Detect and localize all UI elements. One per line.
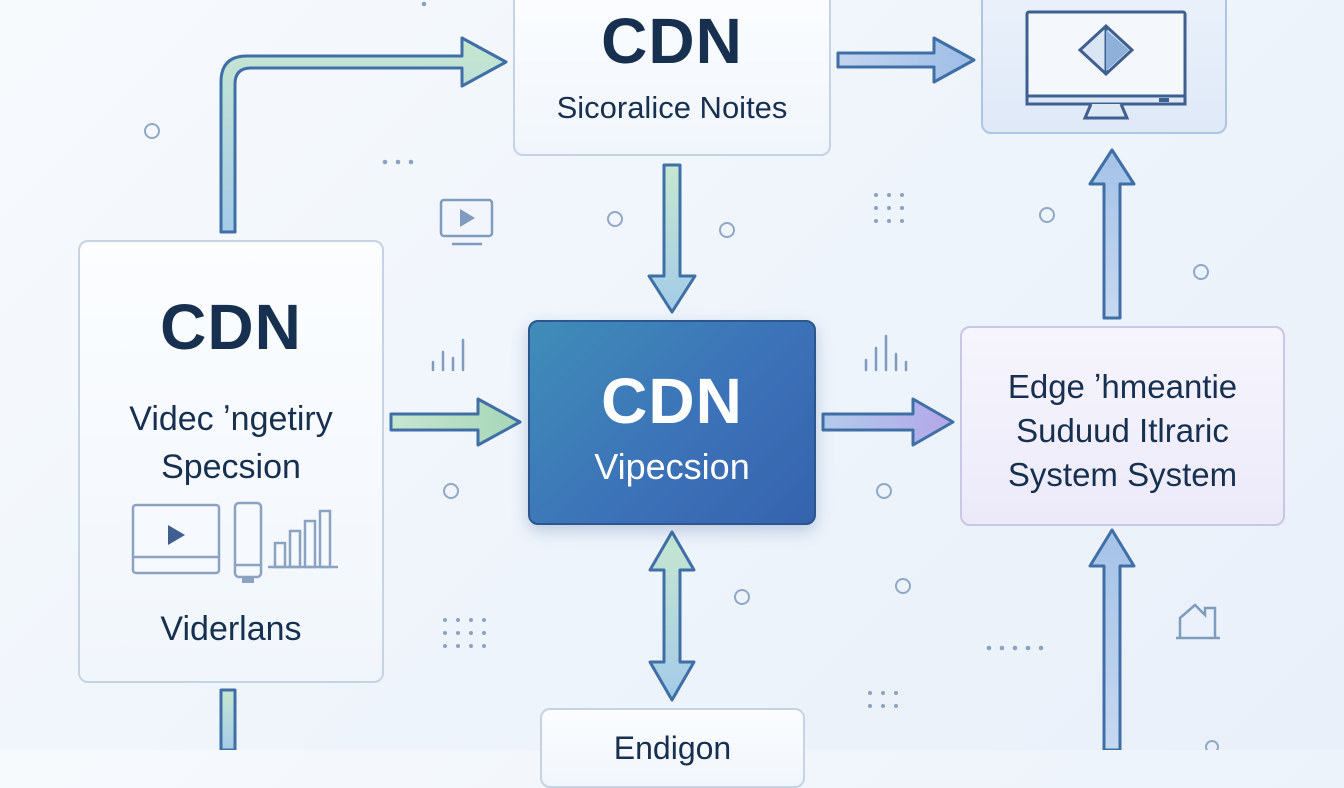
bar-chart-icon (268, 509, 338, 569)
node-left-footer: Viderlans (160, 610, 302, 648)
node-center-subtitle: Vipecsion (594, 446, 750, 487)
node-top-subtitle: Sicoralice Noites (556, 90, 788, 125)
node-right: Edge ʼhmeantie Suduud Itlraric System Sy… (960, 326, 1285, 526)
node-left-line1: Videc ʼngetiry (129, 400, 333, 438)
node-bottom: Endigon (540, 708, 805, 788)
video-play-icon (439, 198, 494, 246)
mini-bar-chart-icon-2 (864, 334, 908, 372)
arrow-top-to-center (647, 163, 697, 314)
connector-layer (144, 1, 1220, 750)
line-left-down (219, 688, 237, 750)
node-top-title: CDN (601, 5, 743, 77)
node-top: CDN Sicoralice Noites (513, 0, 831, 156)
node-left: CDN Videc ʼngetiry Specsion Viderlans (78, 240, 384, 683)
node-left-title: CDN (160, 291, 302, 363)
building-icon (1176, 603, 1220, 640)
mini-bar-chart-icon (431, 338, 465, 372)
video-screen-icon (131, 503, 221, 575)
monitor-icon (1025, 10, 1187, 120)
arrow-right-to-monitor (1088, 148, 1136, 320)
node-right-line1: Edge ʼhmeantie (1007, 368, 1238, 405)
node-bottom-label: Endigon (613, 730, 732, 766)
node-left-line2: Specsion (161, 448, 301, 486)
decor-circles (144, 123, 1219, 750)
device-icon (233, 501, 263, 583)
node-right-line2: Suduud Itlraric (1016, 412, 1229, 449)
node-center: CDN Vipecsion (528, 320, 816, 525)
node-center-title: CDN (601, 365, 743, 437)
elbow-arrow-left-to-top (219, 36, 508, 234)
arrow-center-to-right (821, 397, 955, 447)
node-right-line3: System System (1007, 456, 1238, 493)
node-monitor (981, 0, 1227, 134)
arrow-bottom-to-right (1088, 528, 1136, 750)
arrow-top-to-monitor (836, 36, 976, 84)
left-node-icons (131, 501, 338, 583)
decor-dots (382, 1, 1044, 708)
double-arrow-center-bottom (648, 530, 696, 702)
arrow-left-to-center (389, 397, 522, 447)
